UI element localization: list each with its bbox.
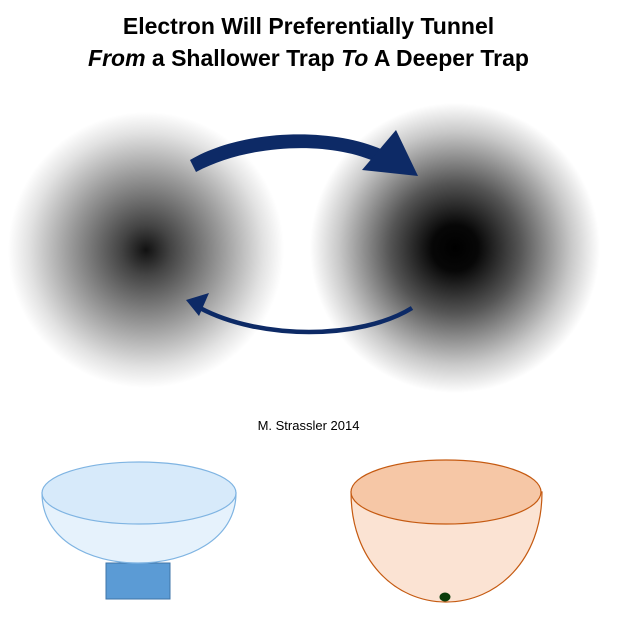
electron-dot bbox=[439, 592, 451, 602]
deep-bowl-rim bbox=[350, 459, 542, 525]
title-line-1: Electron Will Preferentially Tunnel bbox=[122, 13, 495, 39]
title-shallower-trap: a Shallower Trap bbox=[145, 45, 342, 71]
title-deeper-trap: A Deeper Trap bbox=[368, 45, 529, 71]
shallow-trap bbox=[8, 112, 284, 388]
bowl-stand bbox=[105, 562, 171, 600]
shallow-bowl-rim bbox=[41, 461, 237, 525]
title-from: From bbox=[88, 45, 146, 71]
tunnel-arrow-small bbox=[198, 306, 414, 335]
tunnel-arrow-large-head bbox=[362, 130, 418, 176]
tunnel-arrow-large bbox=[190, 134, 383, 172]
credit-text: M. Strassler 2014 bbox=[257, 418, 360, 433]
title-line-2: From a Shallower Trap To A Deeper Trap bbox=[0, 44, 617, 72]
tunnel-arrow-small-head bbox=[186, 293, 209, 316]
title-to: To bbox=[341, 45, 369, 71]
